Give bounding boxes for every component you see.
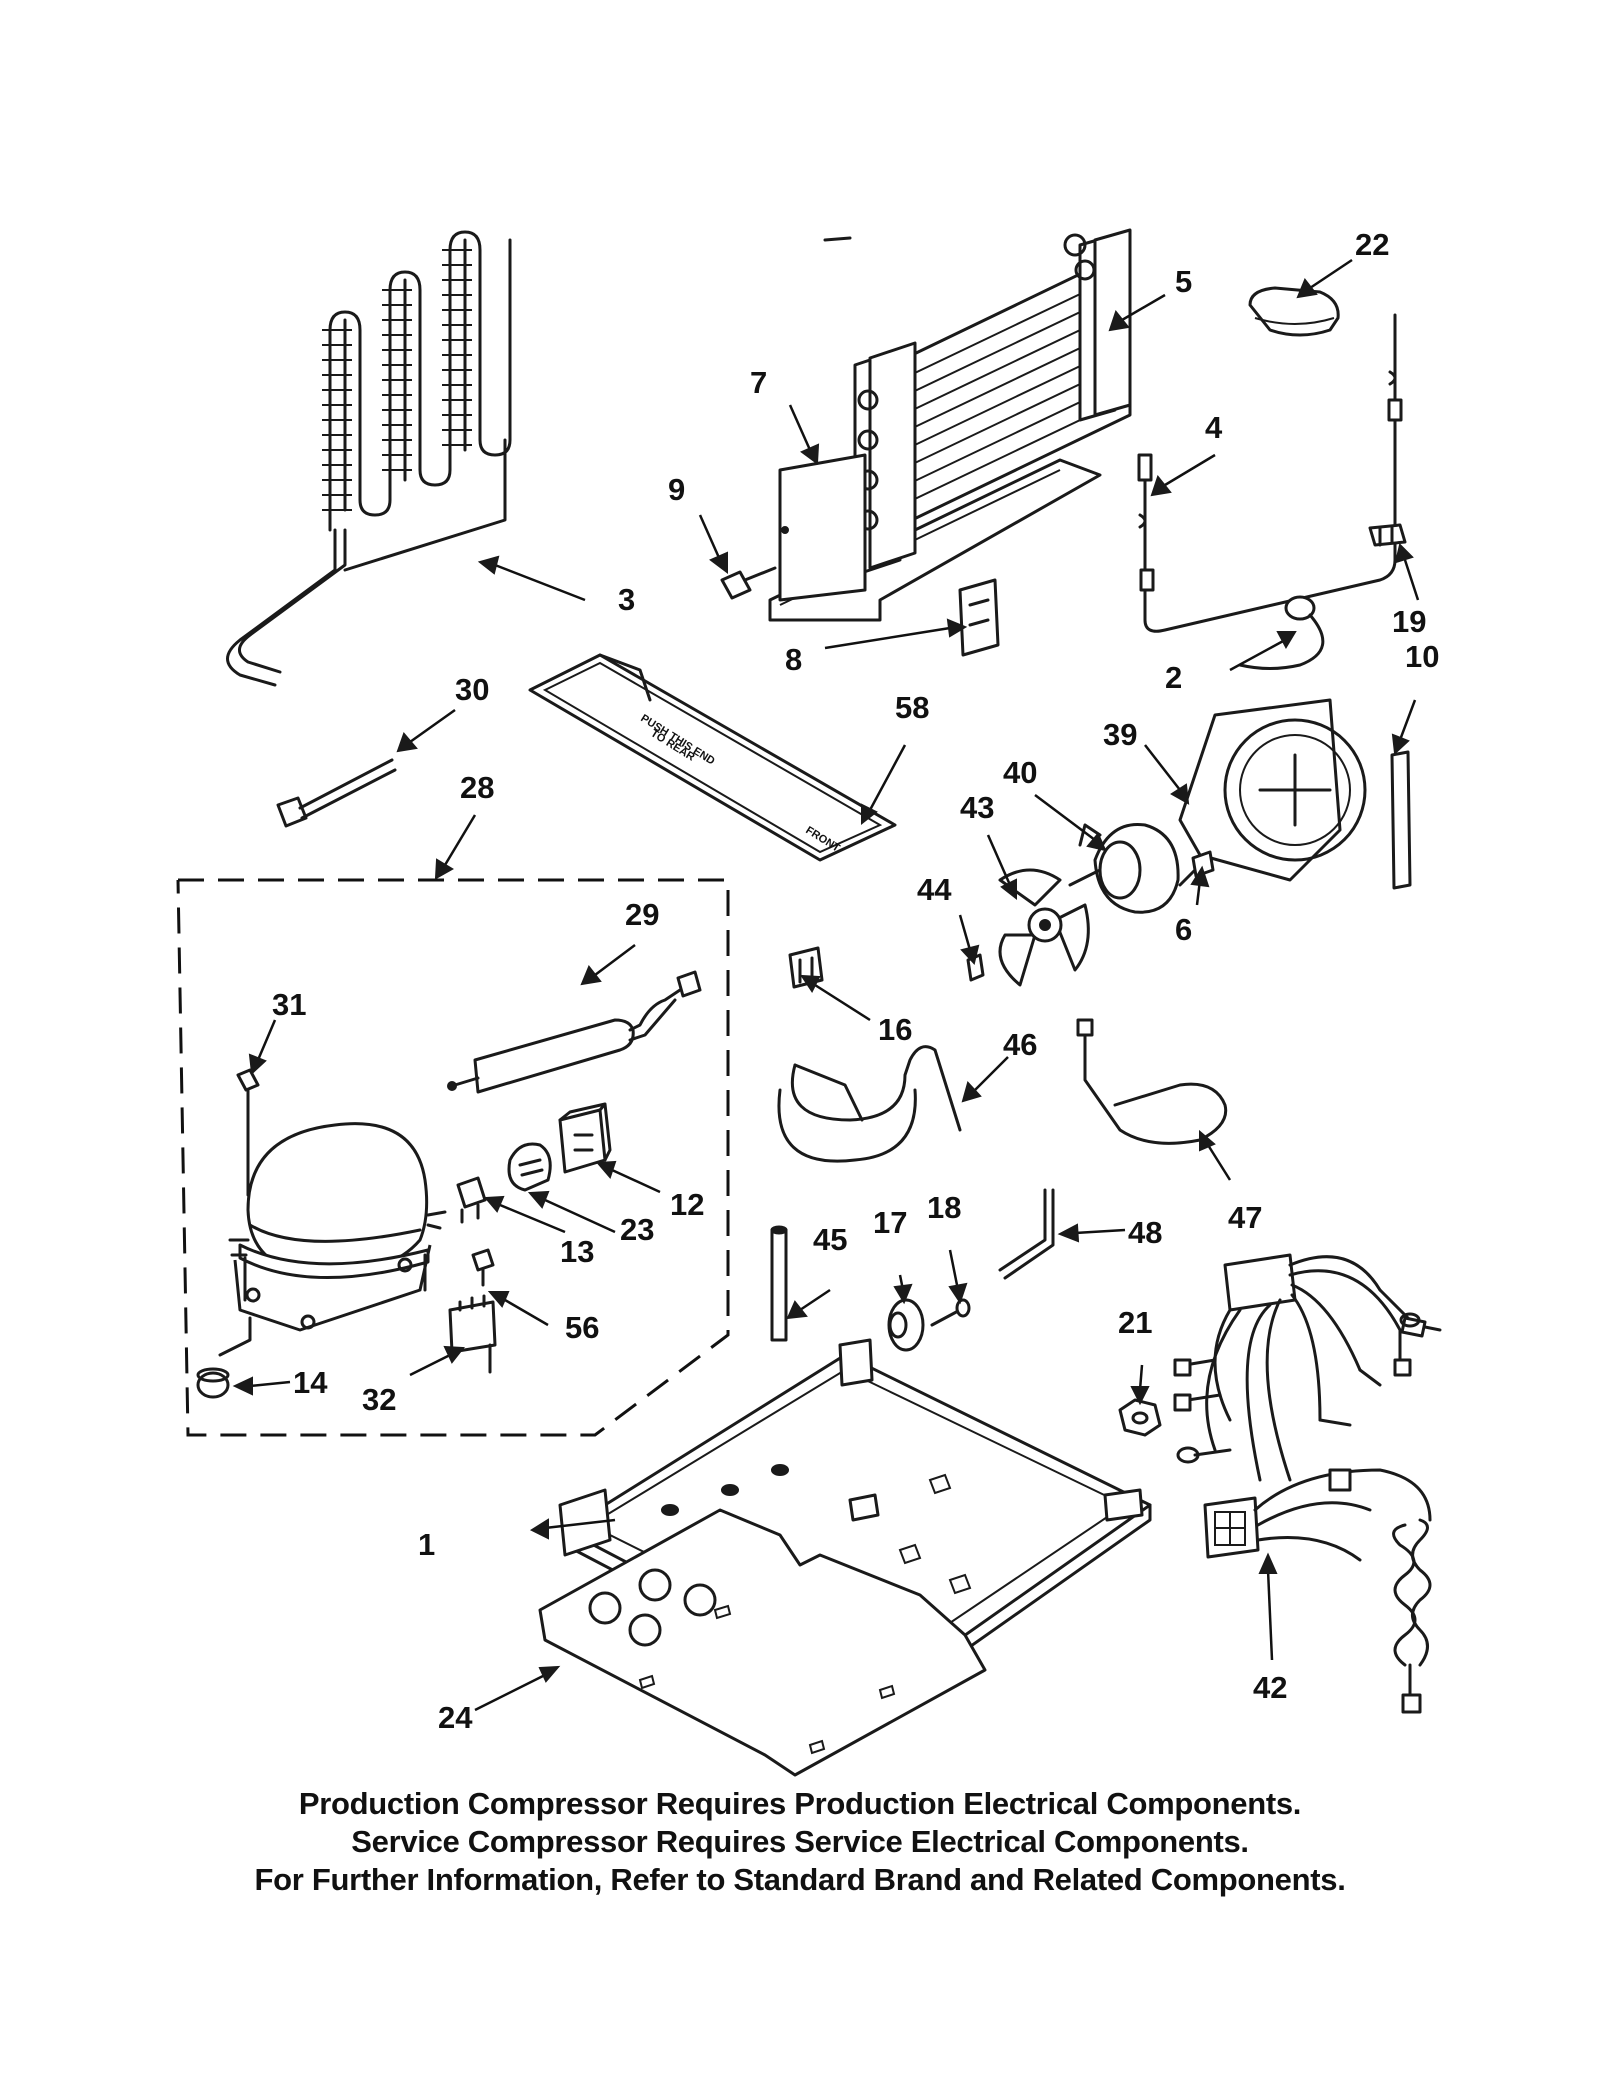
label-46: 46 — [1003, 1027, 1037, 1062]
label-14: 14 — [293, 1365, 328, 1400]
label-29: 29 — [625, 897, 659, 932]
label-39: 39 — [1103, 717, 1137, 752]
note-further-info: For Further Information, Refer to Standa… — [254, 1862, 1346, 1897]
note-service: Service Compressor Requires Service Elec… — [351, 1824, 1249, 1859]
label-18: 18 — [927, 1190, 961, 1225]
label-8: 8 — [785, 642, 802, 677]
tie-wrap-30 — [276, 758, 397, 828]
label-44: 44 — [917, 872, 952, 907]
label-9: 9 — [668, 472, 685, 507]
label-48: 48 — [1128, 1215, 1162, 1250]
axle-18 — [930, 1298, 971, 1327]
grommet-14 — [196, 1367, 230, 1399]
evaporator — [768, 228, 1132, 622]
label-22: 22 — [1355, 227, 1389, 262]
label-5: 5 — [1175, 264, 1192, 299]
label-3: 3 — [618, 582, 635, 617]
label-45: 45 — [813, 1222, 847, 1257]
drier-29 — [447, 970, 702, 1094]
nut-21 — [1118, 1398, 1162, 1437]
clip-8 — [958, 578, 1000, 657]
label-16: 16 — [878, 1012, 912, 1047]
label-28: 28 — [460, 770, 494, 805]
fan-blade-43 — [998, 868, 1090, 987]
screw-9 — [720, 566, 777, 600]
label-32: 32 — [362, 1382, 396, 1417]
capacitor-32 — [448, 1294, 497, 1374]
relay-23 — [507, 1142, 552, 1192]
label-7: 7 — [750, 365, 767, 400]
tube-47 — [1076, 1018, 1228, 1145]
drain-pan-58: PUSH THIS END TO REAR FRONT — [528, 653, 897, 862]
screw-56 — [471, 1248, 495, 1287]
label-21: 21 — [1118, 1305, 1152, 1340]
label-40: 40 — [1003, 755, 1037, 790]
label-13: 13 — [560, 1234, 594, 1269]
note-production: Production Compressor Requires Productio… — [298, 1786, 1302, 1821]
condenser — [226, 230, 512, 687]
compressor — [218, 1122, 447, 1357]
label-12: 12 — [670, 1187, 704, 1222]
cap-22 — [1248, 286, 1340, 337]
start-device-12 — [558, 1102, 612, 1174]
strip-10 — [1390, 750, 1412, 890]
label-58: 58 — [895, 690, 929, 725]
label-2: 2 — [1165, 660, 1182, 695]
label-6: 6 — [1175, 912, 1192, 947]
label-56: 56 — [565, 1310, 599, 1345]
retainer-19 — [1368, 523, 1407, 547]
pin-45 — [770, 1225, 788, 1342]
wiring-harness-42 — [1173, 1253, 1442, 1714]
tube-48 — [998, 1188, 1055, 1280]
label-42: 42 — [1253, 1670, 1287, 1705]
label-10: 10 — [1405, 639, 1439, 674]
label-4: 4 — [1205, 410, 1223, 445]
roller-17 — [887, 1298, 925, 1352]
compressor-kit-boundary-28 — [176, 878, 730, 1437]
screw-31 — [236, 1068, 260, 1197]
sensor-wire — [1137, 313, 1403, 633]
fan-motor-40 — [1068, 822, 1180, 914]
label-17: 17 — [873, 1205, 907, 1240]
label-31: 31 — [272, 987, 306, 1022]
callout-labels: 1 2 3 4 5 6 7 8 9 10 12 13 14 16 17 18 1… — [272, 227, 1439, 1735]
bottom-panel-24 — [538, 1508, 987, 1777]
screw-6 — [1178, 850, 1215, 887]
label-30: 30 — [455, 672, 489, 707]
label-19: 19 — [1392, 604, 1426, 639]
label-23: 23 — [620, 1212, 654, 1247]
defrost-thermostat-2 — [1238, 595, 1325, 670]
label-47: 47 — [1228, 1200, 1262, 1235]
leader-lines — [232, 258, 1420, 1712]
notes: Production Compressor Requires Productio… — [0, 1785, 1600, 1899]
overload-13 — [456, 1176, 487, 1224]
label-24: 24 — [438, 1700, 473, 1735]
fan-shroud-39 — [1178, 698, 1367, 882]
label-43: 43 — [960, 790, 994, 825]
tube-46 — [777, 1045, 962, 1163]
label-1: 1 — [418, 1527, 435, 1562]
